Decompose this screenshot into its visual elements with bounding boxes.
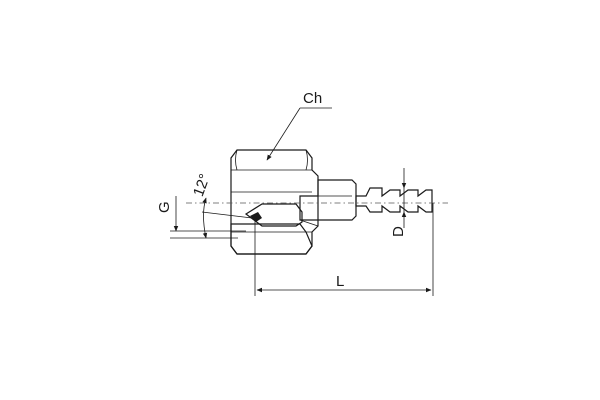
hex-nut [230,149,319,255]
length-label: L [336,273,344,290]
thread-size-label: G [156,201,173,213]
cone-angle-dimension: 12° [190,172,253,239]
cone-angle-label: 12° [190,172,214,199]
bore-size-label: D [390,226,407,237]
hose-barb [355,187,433,213]
bore-dimension: D [390,168,407,237]
hex-size-callout: Ch [266,90,332,161]
thread-cone [244,203,303,227]
length-dimension: L [254,203,434,296]
hex-size-label: Ch [303,90,322,107]
nut-section [230,223,313,255]
shank-tube [299,179,357,227]
